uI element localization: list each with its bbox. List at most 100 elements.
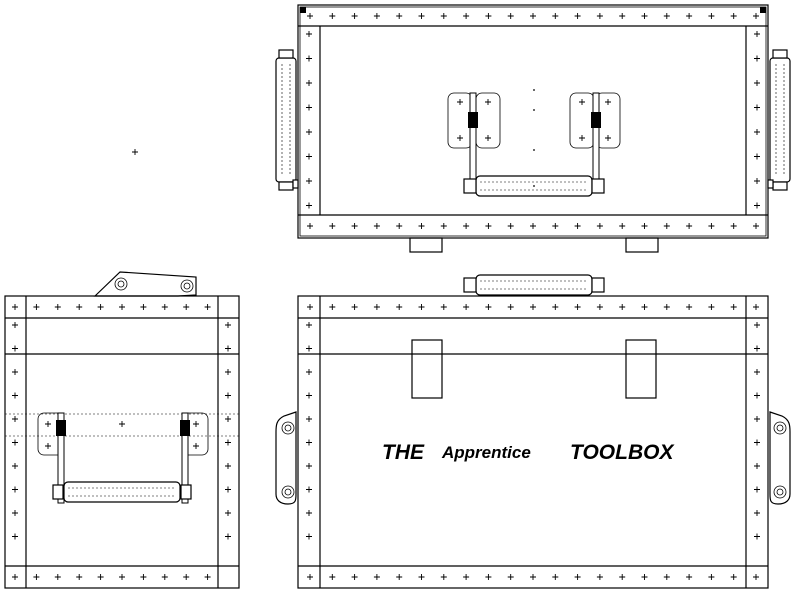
screw-mark xyxy=(12,304,18,310)
screw-mark xyxy=(530,304,536,310)
reference-crosshair xyxy=(132,149,138,155)
screw-mark xyxy=(225,486,231,493)
screw-mark xyxy=(596,304,603,310)
screw-mark xyxy=(306,486,312,493)
screw-mark xyxy=(351,223,358,229)
screw-mark xyxy=(463,574,470,580)
screw-mark xyxy=(754,55,760,62)
screw-mark xyxy=(754,178,760,184)
screw-mark xyxy=(507,223,514,229)
center-dot xyxy=(533,149,535,151)
screw-mark xyxy=(12,533,18,540)
screw-mark xyxy=(507,304,514,310)
screw-mark xyxy=(119,304,125,310)
front-view-top-handle xyxy=(463,274,605,296)
screw-mark xyxy=(306,55,312,62)
screw-mark xyxy=(596,13,603,19)
screw-mark xyxy=(485,99,491,105)
screw-mark xyxy=(307,304,313,310)
screw-mark xyxy=(605,99,611,105)
screw-mark xyxy=(225,345,231,352)
screw-mark xyxy=(619,574,626,580)
screw-mark xyxy=(754,322,760,328)
screw-mark xyxy=(12,322,18,328)
screw-mark xyxy=(161,574,168,580)
screw-mark xyxy=(579,99,585,105)
screw-mark xyxy=(596,223,603,229)
screw-mark xyxy=(530,574,536,580)
front-view: THE Apprentice TOOLBOX xyxy=(275,274,791,589)
screw-mark xyxy=(485,574,492,580)
screw-mark xyxy=(686,574,693,580)
screw-mark xyxy=(552,304,559,310)
screw-mark xyxy=(76,304,83,310)
screw-mark xyxy=(552,223,559,229)
screw-mark xyxy=(641,13,648,19)
screw-mark xyxy=(530,223,536,229)
screw-mark xyxy=(76,574,83,580)
center-dot xyxy=(533,109,535,111)
screw-mark xyxy=(463,13,470,19)
screw-mark xyxy=(307,13,313,19)
screw-mark xyxy=(193,443,199,449)
screw-mark xyxy=(33,574,40,580)
screw-mark xyxy=(329,574,336,580)
screw-mark xyxy=(329,223,336,229)
screw-mark xyxy=(457,135,463,141)
screw-mark xyxy=(754,345,760,352)
screw-mark xyxy=(754,202,760,209)
screw-mark xyxy=(574,13,581,19)
screw-mark xyxy=(225,510,231,516)
screw-mark xyxy=(12,486,18,493)
screw-mark xyxy=(45,421,51,427)
screw-mark xyxy=(730,223,737,229)
screw-mark xyxy=(140,574,147,580)
screw-mark xyxy=(351,304,358,310)
screw-mark xyxy=(596,574,603,580)
screw-mark xyxy=(373,304,380,310)
top-view-end-handle-right xyxy=(767,49,791,191)
screw-mark xyxy=(12,369,18,375)
screw-mark xyxy=(204,574,211,580)
label-apprentice: Apprentice xyxy=(441,443,531,462)
screw-mark xyxy=(306,392,312,399)
top-view-end-handle-left xyxy=(275,49,299,191)
screw-mark xyxy=(663,13,670,19)
screw-mark xyxy=(351,13,358,19)
screw-mark xyxy=(754,80,760,86)
screw-mark xyxy=(730,304,737,310)
side-view-bracket-left xyxy=(37,412,66,504)
screw-mark xyxy=(373,13,380,19)
screw-mark xyxy=(507,574,514,580)
label-the: THE xyxy=(382,441,425,464)
screw-mark xyxy=(225,463,231,469)
screw-mark xyxy=(579,135,585,141)
screw-mark xyxy=(396,304,403,310)
screw-mark xyxy=(708,13,715,19)
screw-mark xyxy=(663,223,670,229)
screw-mark xyxy=(12,416,18,422)
screw-mark xyxy=(619,13,626,19)
screw-mark xyxy=(641,574,648,580)
screw-mark xyxy=(730,13,737,19)
screw-mark xyxy=(307,223,313,229)
screw-mark xyxy=(306,322,312,328)
screw-mark xyxy=(574,304,581,310)
screw-mark xyxy=(306,153,312,160)
screw-mark xyxy=(12,345,18,352)
center-dot xyxy=(533,185,535,187)
screw-mark xyxy=(307,574,313,580)
screw-mark xyxy=(45,443,51,449)
screw-mark xyxy=(306,129,312,135)
screw-mark xyxy=(619,223,626,229)
screw-mark xyxy=(485,223,492,229)
screw-mark xyxy=(663,304,670,310)
side-view-outer-frame xyxy=(4,295,240,589)
screw-mark xyxy=(754,153,760,160)
screw-mark xyxy=(119,421,125,427)
top-view-bracket-left xyxy=(447,92,501,186)
screw-mark xyxy=(351,574,358,580)
screw-mark xyxy=(663,574,670,580)
screw-mark xyxy=(418,13,425,19)
screw-mark xyxy=(463,223,470,229)
